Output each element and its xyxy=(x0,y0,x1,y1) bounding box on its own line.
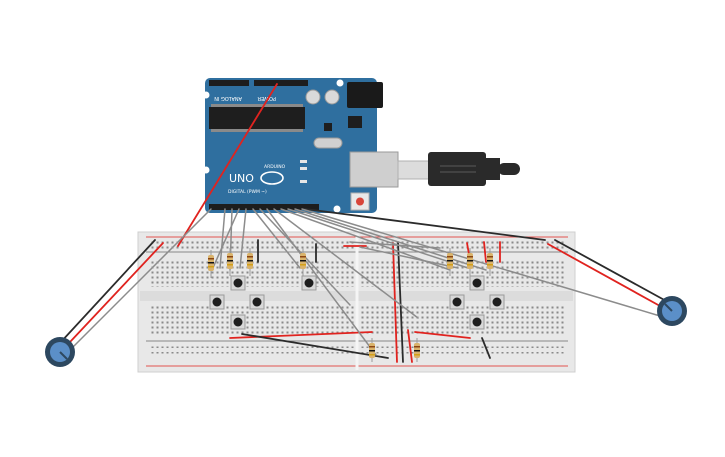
resistor xyxy=(227,248,233,276)
gray-wire xyxy=(211,208,240,271)
power-jack xyxy=(347,82,383,108)
reset-button-cap[interactable] xyxy=(356,197,364,206)
push-button[interactable] xyxy=(301,275,317,291)
gray-wire xyxy=(349,241,441,249)
wires xyxy=(59,83,669,363)
black-wire xyxy=(59,239,156,344)
resistor xyxy=(247,248,253,276)
gray-wire xyxy=(252,208,301,269)
push-button[interactable] xyxy=(469,314,485,330)
gray-wire xyxy=(294,208,487,271)
uno-logo: UNO xyxy=(229,172,254,185)
push-button[interactable] xyxy=(249,294,265,310)
arduino-infinity-logo xyxy=(260,171,284,185)
usb-port xyxy=(349,151,399,188)
arduino-uno-board: ANALOG IN POWER DIGITAL (PWM ~) UNO ARDU… xyxy=(202,78,399,213)
resistor xyxy=(300,248,306,276)
resistor xyxy=(467,248,473,276)
capacitor xyxy=(305,89,321,105)
gray-wire xyxy=(71,208,212,349)
red-wire xyxy=(414,331,471,339)
potentiometer-right[interactable] xyxy=(657,296,687,326)
mounting-hole xyxy=(202,91,210,99)
black-wire xyxy=(481,337,491,359)
arduino-brand-label: ARDUINO xyxy=(264,164,286,170)
mounting-hole xyxy=(336,79,344,87)
gray-wire xyxy=(359,246,459,269)
mounting-hole xyxy=(333,205,341,213)
push-button[interactable] xyxy=(449,294,465,310)
red-wire xyxy=(547,243,661,307)
resistors xyxy=(208,248,493,362)
gray-wire xyxy=(219,208,226,269)
analog-header-label: ANALOG IN xyxy=(214,95,242,101)
voltage-regulator xyxy=(348,116,362,128)
power-header xyxy=(254,80,308,86)
black-wire xyxy=(554,239,669,303)
analog-header xyxy=(209,80,249,86)
red-wire xyxy=(392,242,398,363)
push-button[interactable] xyxy=(469,275,485,291)
gray-wire xyxy=(301,208,661,317)
resistor xyxy=(369,338,375,362)
breadboard xyxy=(137,231,576,373)
push-button[interactable] xyxy=(230,314,246,330)
resistor xyxy=(414,338,420,362)
gray-wire xyxy=(273,208,419,319)
push-button[interactable] xyxy=(230,275,246,291)
mounting-hole xyxy=(202,166,210,174)
gray-wire xyxy=(239,208,247,269)
led xyxy=(300,160,307,163)
push-buttons xyxy=(209,275,505,330)
capacitor xyxy=(324,89,340,105)
potentiometer-left[interactable] xyxy=(45,337,75,367)
gray-wire xyxy=(287,208,469,269)
resistor xyxy=(447,248,453,276)
black-wire xyxy=(304,208,546,241)
led xyxy=(300,180,307,183)
small-ic xyxy=(324,123,332,131)
resistor xyxy=(208,250,214,278)
red-wire xyxy=(177,83,278,247)
digital-header-label: DIGITAL (PWM ~) xyxy=(228,189,267,195)
red-wire xyxy=(407,329,413,363)
led xyxy=(300,167,307,170)
resistor xyxy=(487,248,493,276)
red-wire xyxy=(229,331,373,339)
crystal xyxy=(313,137,343,149)
push-button[interactable] xyxy=(209,294,225,310)
usb-cable xyxy=(397,152,520,186)
black-wire xyxy=(241,333,389,359)
red-wire xyxy=(483,241,487,263)
digital-header xyxy=(209,204,319,210)
push-button[interactable] xyxy=(489,294,505,310)
red-wire xyxy=(69,242,164,343)
power-header-label: POWER xyxy=(257,95,276,101)
gray-wire xyxy=(266,208,377,356)
black-wire xyxy=(397,241,404,363)
